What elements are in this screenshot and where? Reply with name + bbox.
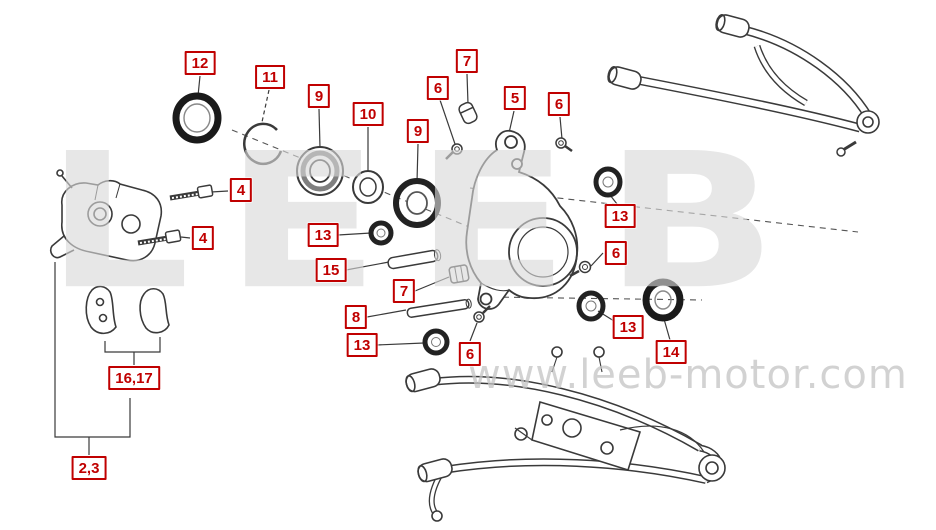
bolt-4-lower-drawing	[137, 229, 182, 246]
seal-13-bottom-right-drawing	[576, 290, 606, 322]
callout-5: 5	[503, 86, 527, 110]
callout-12: 12	[184, 51, 216, 75]
seal-14-drawing	[642, 278, 684, 322]
callout-6-upper-right: 6	[547, 92, 571, 116]
seal-13-bottom-left-drawing	[422, 328, 450, 356]
upper-control-arm-drawing	[607, 14, 880, 157]
swingarm-drawing	[405, 346, 726, 522]
callout-13-bottom-right: 13	[612, 315, 644, 339]
leader-lines	[54, 73, 671, 455]
callout-13-bottom-left: 13	[346, 333, 378, 357]
knuckle-5-drawing	[465, 129, 579, 310]
brake-caliper-drawing	[49, 169, 163, 262]
callout-14: 14	[655, 340, 687, 364]
callout-4-lower: 4	[191, 226, 215, 250]
snap-ring-11-drawing	[243, 122, 283, 165]
bearing-9-upper-drawing	[296, 146, 344, 196]
callout-16-17: 16,17	[108, 366, 160, 390]
spacer-10-drawing	[352, 170, 384, 204]
bolt-6-bottom-drawing	[473, 305, 491, 323]
callout-9-upper: 9	[307, 84, 331, 108]
bolt-6-mid-right-drawing	[569, 260, 592, 278]
callout-13-right-upper: 13	[604, 204, 636, 228]
callout-4-upper: 4	[229, 178, 253, 202]
callout-15: 15	[315, 258, 347, 282]
bearing-9-lower-drawing	[393, 178, 441, 228]
callout-6-top: 6	[426, 76, 450, 100]
callout-13-mid-left: 13	[307, 223, 339, 247]
brake-pads-drawing	[85, 285, 170, 335]
bolt-6-top-drawing	[445, 143, 463, 160]
bushing-7-mid-drawing	[448, 264, 470, 284]
sleeve-15-drawing	[387, 249, 442, 270]
seal-12-drawing	[172, 92, 222, 144]
bolt-6-upper-right-drawing	[555, 137, 573, 153]
bolt-4-upper-drawing	[169, 184, 214, 201]
callout-10: 10	[352, 102, 384, 126]
damper-7-top-drawing	[458, 101, 478, 125]
sleeve-8-drawing	[406, 298, 472, 318]
callout-7-mid: 7	[392, 279, 416, 303]
callout-11: 11	[255, 65, 285, 89]
callout-8: 8	[344, 305, 368, 329]
callout-6-mid-right: 6	[604, 241, 628, 265]
callout-7-top: 7	[455, 49, 479, 73]
seal-13-mid-left-drawing	[368, 220, 394, 246]
callout-9-lower: 9	[406, 119, 430, 143]
seal-13-right-upper-drawing	[593, 166, 623, 198]
callout-2-3: 2,3	[71, 456, 107, 480]
callout-6-bottom: 6	[458, 342, 482, 366]
